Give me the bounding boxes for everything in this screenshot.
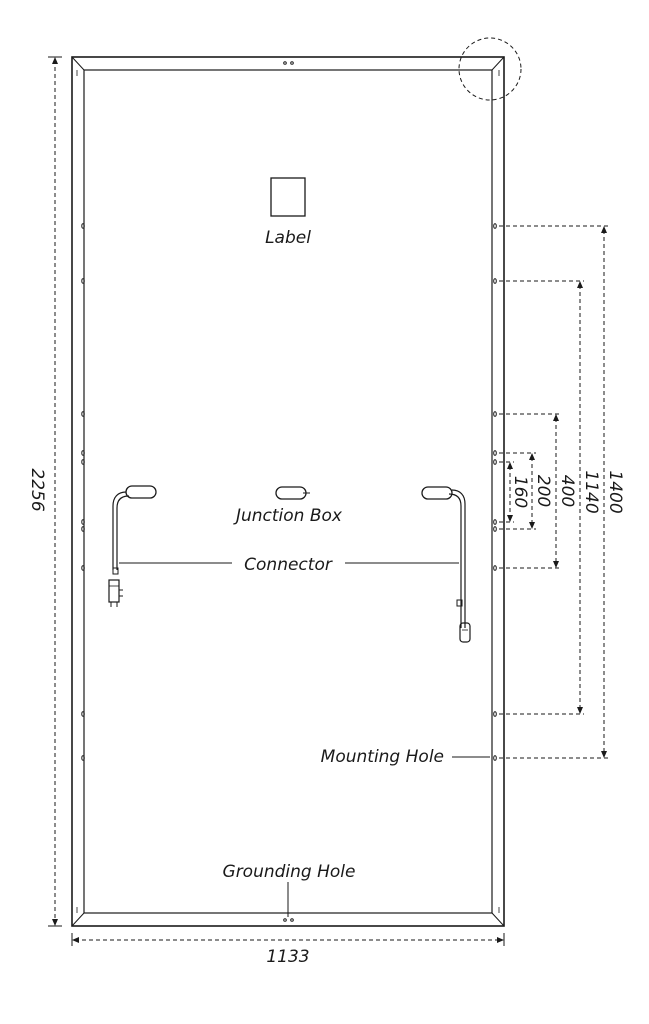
dimension-160 xyxy=(499,461,514,523)
label-text: Label xyxy=(265,228,311,248)
grounding-hole-text: Grounding Hole xyxy=(223,862,356,882)
dimension-1400-text: 1400 xyxy=(605,470,625,513)
dimension-200-text: 200 xyxy=(533,475,553,507)
connector-text: Connector xyxy=(244,555,333,575)
right-cable-connector xyxy=(448,489,471,643)
height-dimension xyxy=(48,56,62,927)
junction-box-right xyxy=(421,486,453,500)
junction-box-left xyxy=(125,485,157,499)
dimension-400-text: 400 xyxy=(557,475,577,507)
label-box xyxy=(270,177,306,217)
frame-hole xyxy=(290,61,294,65)
mounting-hole-text: Mounting Hole xyxy=(321,747,444,767)
left-cable-connector xyxy=(108,491,130,607)
junction-box-center xyxy=(275,486,310,500)
right-mounting-holes xyxy=(493,223,497,761)
width-dimension xyxy=(71,933,505,946)
dimension-200 xyxy=(499,452,536,530)
frame-hole xyxy=(283,61,287,65)
corner-detail-callout xyxy=(458,37,522,101)
dimension-1140-text: 1140 xyxy=(581,470,601,513)
left-mounting-holes xyxy=(81,223,85,761)
dimension-400 xyxy=(499,413,560,569)
grounding-hole xyxy=(290,918,294,922)
junction-box-text: Junction Box xyxy=(233,506,343,526)
width-dimension-text: 1133 xyxy=(266,947,309,967)
grounding-hole xyxy=(283,918,287,922)
dimension-1400 xyxy=(499,225,608,759)
dimension-1140 xyxy=(499,280,584,715)
panel-frame xyxy=(71,56,505,927)
height-dimension-text: 2256 xyxy=(27,468,47,511)
dimension-160-text: 160 xyxy=(510,476,530,508)
